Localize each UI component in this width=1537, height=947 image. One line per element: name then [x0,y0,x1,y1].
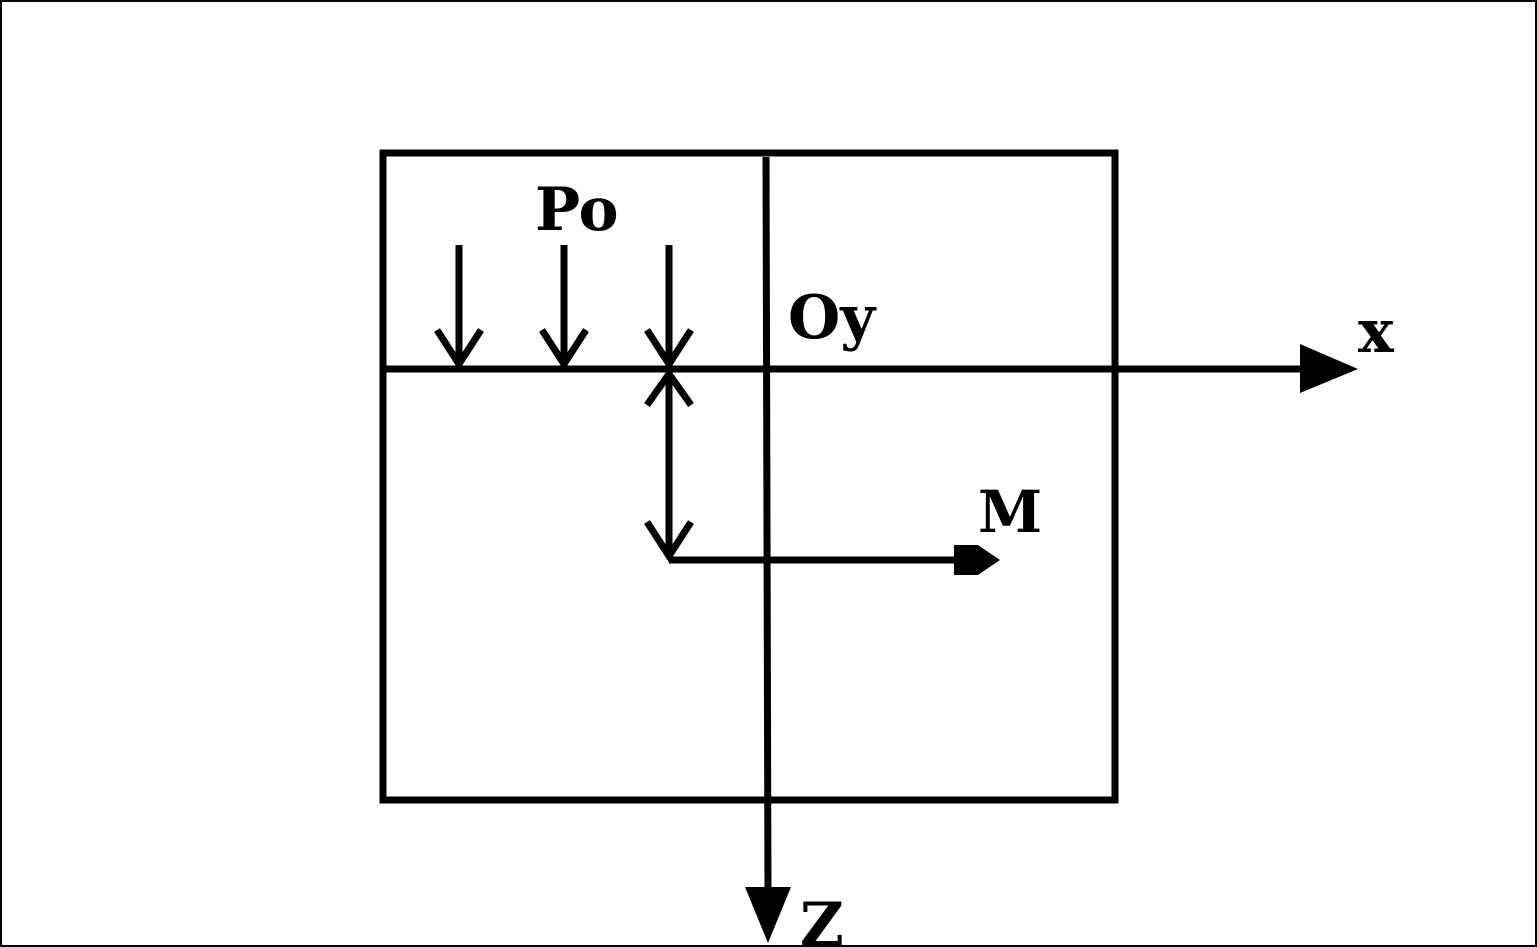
z-axis-line [762,156,772,901]
load-arrow-1 [434,245,484,371]
x-axis-label: x [1358,297,1395,367]
point-m-label: M [978,478,1042,546]
origin-label: Oy [788,283,877,353]
load-label: Po [535,175,619,245]
load-arrow-2 [539,245,589,371]
x-axis-arrowhead [1300,344,1358,393]
z-axis-arrowhead [745,887,791,943]
depth-dimension-arrow [644,367,694,563]
z-axis-label: Z [800,890,844,947]
load-arrow-3 [644,245,694,371]
soil-block [379,149,1119,804]
point-m-arrowhead [954,545,1000,575]
